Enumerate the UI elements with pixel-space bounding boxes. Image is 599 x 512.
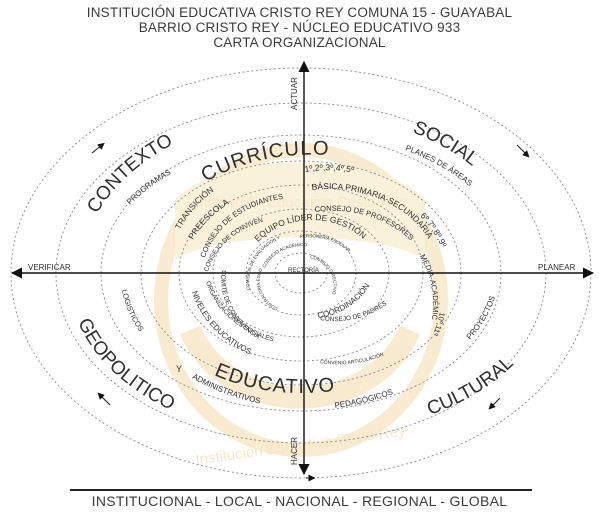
label-logisticos: LOGISTICOS xyxy=(120,289,146,333)
header-barrio: BARRIO CRISTO REY - NÚCLEO EDUCATIVO 933 xyxy=(138,20,461,35)
label-proyectos: PROYECTOS xyxy=(465,295,497,342)
footer-scope: INSTITUCIONAL - LOCAL - NACIONAL - REGIO… xyxy=(91,493,508,509)
label-grades-1-5: 1º,2º,3º,4º,5º xyxy=(304,162,355,174)
label-consejo-directivo: CONSEJO DIRECTIVO xyxy=(310,254,338,295)
pdca-axes: ACTUAR HACER VERIFICAR PLANEAR xyxy=(10,60,595,476)
axis-label-verificar: VERIFICAR xyxy=(28,263,71,272)
axis-label-actuar: ACTUAR xyxy=(290,77,299,110)
label-rectoria: RECTORÍA xyxy=(288,267,319,274)
axis-label-planear: PLANEAR xyxy=(538,263,576,272)
header-institution: INSTITUCIÓN EDUCATIVA CRISTO REY COMUNA … xyxy=(86,5,513,20)
axis-label-hacer: HACER xyxy=(290,437,299,465)
header-title: CARTA ORGANIZACIONAL xyxy=(213,35,386,50)
label-cultural: CULTURAL xyxy=(424,352,517,419)
label-organizaciones-sociales: ORGANIZACIONES SOCIALES xyxy=(204,280,275,343)
footer-divider xyxy=(70,489,532,491)
label-y: Y xyxy=(176,364,182,374)
ring-arrows xyxy=(91,142,530,482)
